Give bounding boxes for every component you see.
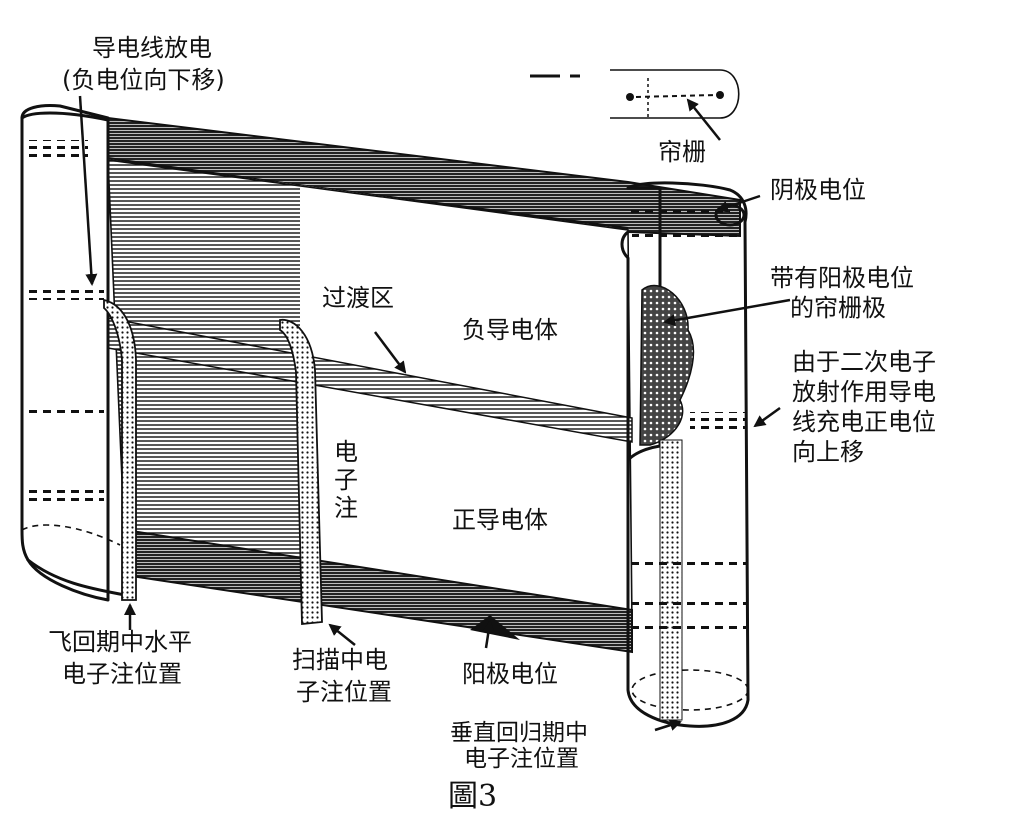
label-grid-anode-2: 的帘栅极 xyxy=(790,294,886,322)
label-beam-char-2: 子 xyxy=(334,466,358,494)
label-flyback-v-2: 电子注位置 xyxy=(464,746,579,772)
arrow-inset-grid xyxy=(686,98,721,141)
label-flyback-h-1: 飞回期中水平 xyxy=(48,628,192,656)
label-cathode-top: 阴极电位 xyxy=(770,176,866,204)
arrow-grid-anode xyxy=(663,298,791,327)
left-roll-dashes xyxy=(28,140,104,506)
arrow-secondary xyxy=(753,406,781,428)
arrow-flyback-vertical xyxy=(654,719,682,732)
label-flyback-v-1: 垂直回归期中 xyxy=(450,720,588,746)
label-secondary-2: 放射作用导电 xyxy=(792,378,936,406)
label-beam-char-1: 电 xyxy=(334,438,358,466)
right-roll xyxy=(620,181,750,728)
arrow-transition xyxy=(374,331,407,374)
label-grid-anode-1: 带有阳极电位 xyxy=(770,264,914,292)
label-secondary-3: 线充电正电位 xyxy=(792,408,936,436)
electron-beam-scanning xyxy=(279,319,323,625)
label-flyback-h-2: 电子注位置 xyxy=(62,660,182,688)
label-beam-char-3: 注 xyxy=(334,494,358,522)
label-scan-2: 子注位置 xyxy=(296,678,392,706)
labels: 导电线放电 (负电位向下移) 帘栅 阴极电位 带有阳极电位 的帘栅极 由于二次电… xyxy=(48,34,936,814)
electron-beam-flyback-horizontal xyxy=(103,298,137,601)
label-anode-bottom: 阳极电位 xyxy=(462,660,558,688)
label-inset-grid: 帘栅 xyxy=(658,138,706,166)
label-scan-1: 扫描中电 xyxy=(292,646,388,674)
right-roll-dashes xyxy=(630,205,746,633)
arrow-discharge xyxy=(78,95,98,286)
label-secondary-4: 向上移 xyxy=(792,438,864,466)
figure-caption: 圖3 xyxy=(448,779,497,814)
arrow-cathode-top xyxy=(716,194,761,213)
label-discharge-1: 导电线放电 xyxy=(92,34,212,62)
inset-grid-illustration xyxy=(530,69,740,119)
arrow-anode-bottom xyxy=(482,620,495,649)
arrows xyxy=(78,95,791,732)
label-discharge-2: (负电位向下移) xyxy=(62,66,225,94)
label-negative-conductor: 负导电体 xyxy=(462,316,558,344)
label-secondary-1: 由于二次电子 xyxy=(792,348,936,376)
left-roll xyxy=(20,104,132,602)
label-positive-conductor: 正导电体 xyxy=(452,506,548,534)
label-transition: 过渡区 xyxy=(322,284,394,312)
arrow-scanning xyxy=(328,623,356,646)
